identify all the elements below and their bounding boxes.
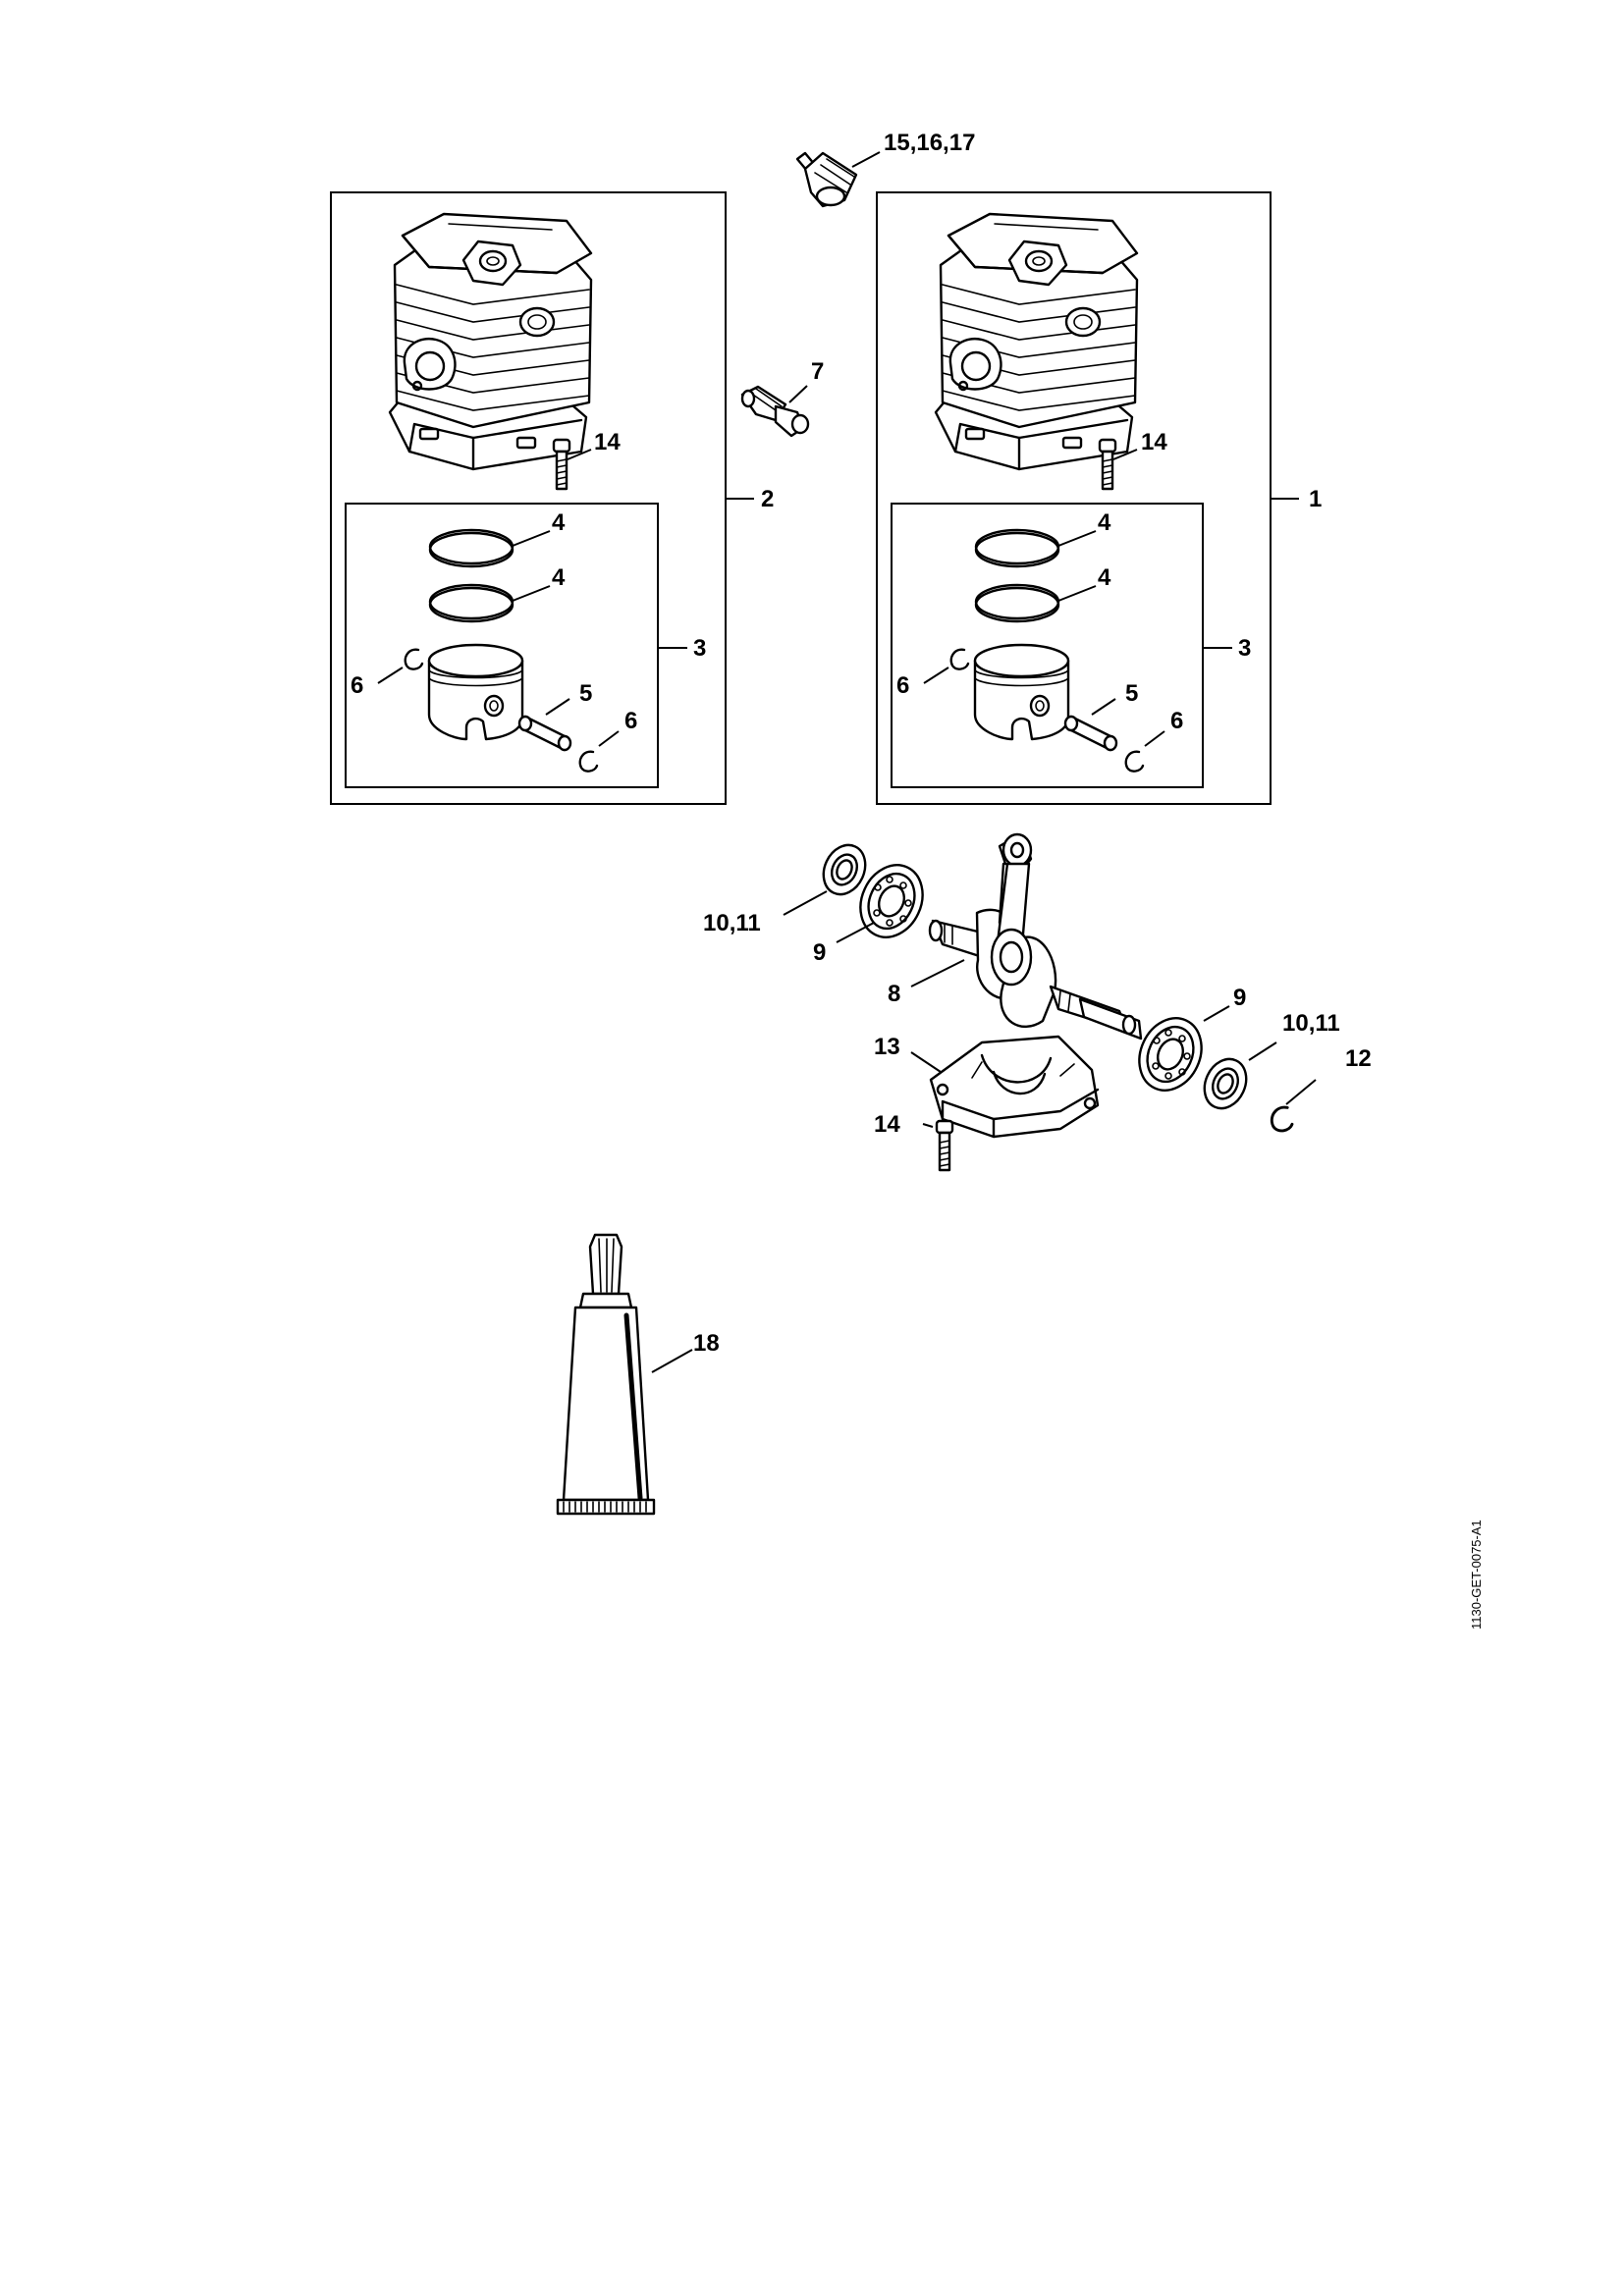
circlip-right-a: [949, 648, 970, 670]
callout-6-left-a: 6: [351, 672, 363, 699]
piston-box-3-right: [891, 503, 1204, 788]
callout-1: 1: [1309, 486, 1322, 512]
callout-4-right-top: 4: [1098, 509, 1111, 536]
circlip-left-b: [578, 750, 599, 773]
callout-12: 12: [1345, 1045, 1372, 1072]
part-7-nipple: [740, 385, 810, 438]
callout-6-right-b: 6: [1170, 708, 1183, 734]
callout-3-left: 3: [693, 635, 706, 662]
piston-ring-left-top: [428, 528, 514, 568]
callout-4-right-bottom: 4: [1098, 564, 1111, 591]
callout-10-11-right: 10,11: [1282, 1010, 1340, 1037]
callout-5-right: 5: [1125, 680, 1138, 707]
document-reference: 1130-GET-0075-A1: [1469, 1520, 1484, 1629]
piston-pin-left: [517, 715, 572, 752]
callout-9-left: 9: [813, 939, 826, 966]
piston-left: [427, 643, 524, 741]
callout-4-left-bottom: 4: [552, 564, 566, 591]
callout-10-11-left: 10,11: [703, 910, 761, 936]
piston-ring-left-bottom: [428, 583, 514, 623]
callout-14-crankcase: 14: [874, 1111, 900, 1138]
piston-pin-right: [1063, 715, 1118, 752]
circlip-right-b: [1124, 750, 1145, 773]
callout-8: 8: [888, 981, 900, 1007]
callout-15-16-17: 15,16,17: [884, 130, 975, 156]
callout-9-right: 9: [1233, 985, 1246, 1011]
piston-right: [973, 643, 1070, 741]
cylinder-bolt-left: [552, 438, 571, 491]
cylinder-bolt-right: [1098, 438, 1117, 491]
callout-14-right-cylinder: 14: [1141, 429, 1167, 455]
piston-ring-right-top: [974, 528, 1060, 568]
ball-bearing-right: [1126, 1006, 1215, 1102]
callout-6-left-b: 6: [624, 708, 637, 734]
callout-18: 18: [693, 1330, 720, 1357]
callout-3-right: 3: [1238, 635, 1251, 662]
callout-4-left-top: 4: [552, 509, 566, 536]
sealant-tube: [556, 1233, 656, 1516]
callout-5-left: 5: [579, 680, 592, 707]
oil-seal-right: [1195, 1050, 1256, 1117]
circlip-left-a: [404, 648, 424, 670]
crankcase-bolt: [935, 1119, 954, 1172]
circlip-12: [1270, 1105, 1294, 1133]
decompression-valve: [795, 151, 858, 208]
cylinder-right: [934, 212, 1139, 471]
crankshaft: [928, 832, 1143, 1041]
callout-13: 13: [874, 1034, 900, 1060]
leader-lines: [377, 151, 1317, 1373]
callout-7: 7: [811, 358, 824, 385]
callout-6-right-a: 6: [896, 672, 909, 699]
callout-2: 2: [761, 486, 774, 512]
callout-14-left-cylinder: 14: [594, 429, 621, 455]
cylinder-left: [388, 212, 593, 471]
piston-box-3-left: [345, 503, 659, 788]
piston-ring-right-bottom: [974, 583, 1060, 623]
crankcase-half: [929, 1035, 1100, 1139]
